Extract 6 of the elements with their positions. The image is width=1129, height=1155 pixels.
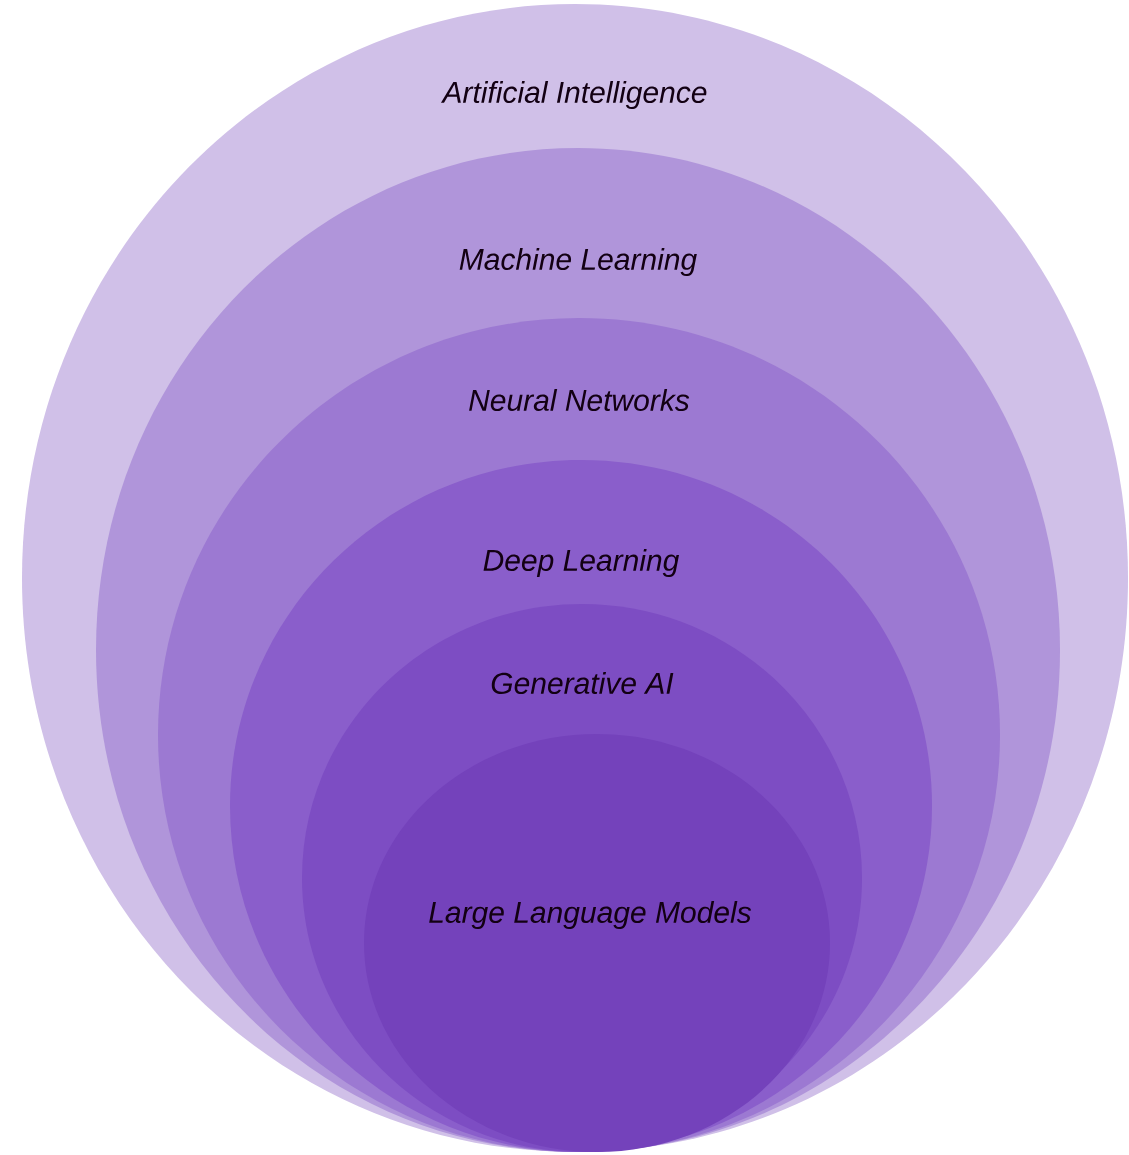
ellipse-label: Neural Networks <box>469 388 690 411</box>
ellipse-label: Machine Learning <box>459 248 697 276</box>
ellipse-label: Large Language Models <box>429 901 752 929</box>
ellipse-label: Generative AI <box>491 672 674 694</box>
ellipse-label: Artificial Intelligence <box>440 81 707 109</box>
ellipse-label: Deep Learning <box>483 549 680 577</box>
